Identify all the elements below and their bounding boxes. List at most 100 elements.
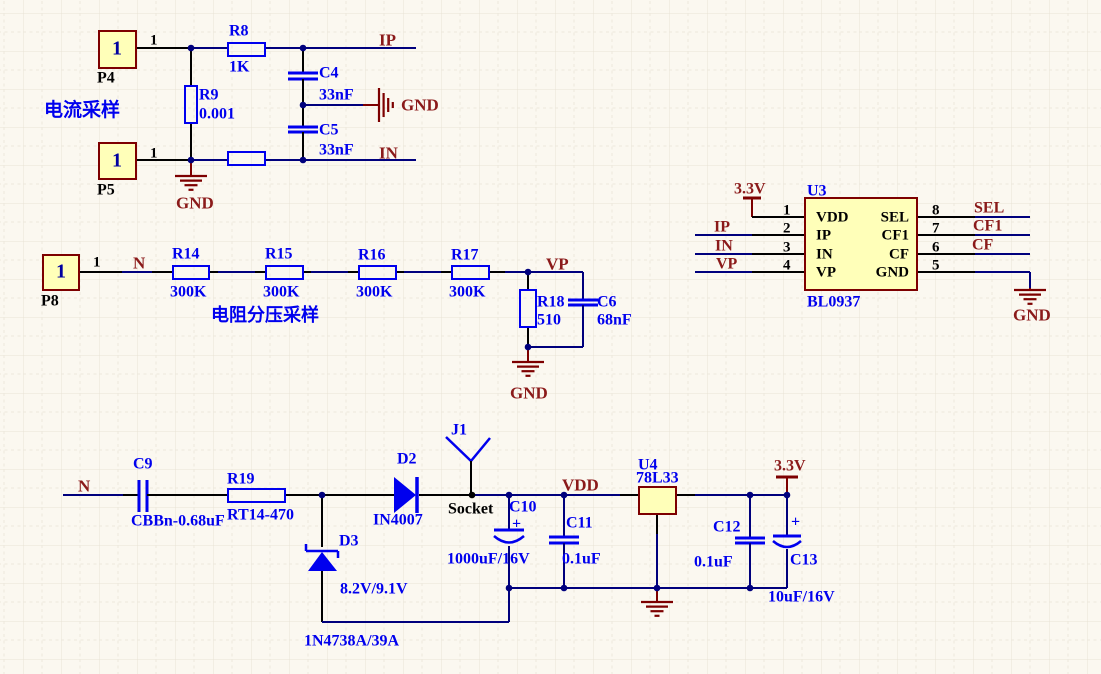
c13-designator[interactable]: C13 <box>790 551 818 568</box>
d3-designator[interactable]: D3 <box>339 532 359 549</box>
r18-value[interactable]: 510 <box>537 311 561 328</box>
net-label-ip-u3[interactable]: IP <box>714 218 730 235</box>
p5-pin-number[interactable]: 1 <box>150 146 158 162</box>
net-label-cf[interactable]: CF <box>972 236 994 253</box>
u3-pin4-number[interactable]: 4 <box>783 258 791 274</box>
p8-inner-pin[interactable]: 1 <box>56 261 66 283</box>
p4-pin-number[interactable]: 1 <box>150 33 158 49</box>
resistor-r11-body[interactable] <box>227 151 266 166</box>
d3-zener-triangle[interactable] <box>308 552 337 571</box>
r9-designator[interactable]: R9 <box>199 86 219 103</box>
power-label-3v3-u3[interactable]: 3.3V <box>734 180 766 197</box>
c5-value[interactable]: 33nF <box>319 141 354 158</box>
u3-pin6-number[interactable]: 6 <box>932 240 940 256</box>
gnd-label-divider[interactable]: GND <box>510 383 548 402</box>
u3-pin-name-vdd[interactable]: VDD <box>816 210 849 226</box>
u3-pin8-number[interactable]: 8 <box>932 203 940 219</box>
gnd-label-p5[interactable]: GND <box>176 193 214 212</box>
regulator-u4-body[interactable] <box>638 486 677 515</box>
net-label-ip[interactable]: IP <box>379 30 396 49</box>
c12-value[interactable]: 0.1uF <box>694 553 733 570</box>
r19-designator[interactable]: R19 <box>227 470 255 487</box>
c12-designator[interactable]: C12 <box>713 518 741 535</box>
c11-designator[interactable]: C11 <box>566 514 593 531</box>
u3-part-number[interactable]: BL0937 <box>807 293 860 310</box>
u3-pin-name-in[interactable]: IN <box>816 247 833 263</box>
u3-pin-name-ip[interactable]: IP <box>816 228 831 244</box>
resistor-r9-body[interactable] <box>184 85 198 124</box>
j1-value[interactable]: Socket <box>448 500 494 517</box>
section-title-divider[interactable]: 电阻分压采样 <box>211 304 319 325</box>
gnd-label-u3[interactable]: GND <box>1013 305 1051 324</box>
r8-designator[interactable]: R8 <box>229 22 249 39</box>
u3-pin2-number[interactable]: 2 <box>783 221 791 237</box>
r14-designator[interactable]: R14 <box>172 245 200 262</box>
resistor-r19-body[interactable] <box>227 488 286 503</box>
p5-designator[interactable]: P5 <box>97 181 115 198</box>
c13-curved-plate[interactable] <box>772 540 802 549</box>
u3-pin-name-vp[interactable]: VP <box>816 265 836 281</box>
d2-designator[interactable]: D2 <box>397 450 417 467</box>
d2-value[interactable]: IN4007 <box>373 511 423 528</box>
connector-p4-body[interactable] <box>98 30 137 69</box>
p5-inner-pin[interactable]: 1 <box>112 150 122 172</box>
j1-designator[interactable]: J1 <box>451 421 467 438</box>
r15-value[interactable]: 300K <box>263 283 300 300</box>
u3-pin-name-cf[interactable]: CF <box>889 247 909 263</box>
c10-plus-sign[interactable]: + <box>512 515 521 532</box>
net-label-in-u3[interactable]: IN <box>715 237 733 254</box>
d3-voltage[interactable]: 8.2V/9.1V <box>340 580 408 597</box>
net-label-n-bottom[interactable]: N <box>78 476 91 495</box>
resistor-r14-body[interactable] <box>172 265 210 280</box>
net-label-cf1[interactable]: CF1 <box>973 217 1002 234</box>
u3-pin-name-gnd[interactable]: GND <box>876 265 910 281</box>
c4-designator[interactable]: C4 <box>319 64 339 81</box>
u3-pin7-number[interactable]: 7 <box>932 221 940 237</box>
resistor-r16-body[interactable] <box>358 265 397 280</box>
u3-pin5-number[interactable]: 5 <box>932 258 940 274</box>
c6-value[interactable]: 68nF <box>597 311 632 328</box>
net-label-vdd[interactable]: VDD <box>562 475 599 494</box>
section-title-current[interactable]: 电流采样 <box>44 98 120 121</box>
r17-value[interactable]: 300K <box>449 283 486 300</box>
c6-designator[interactable]: C6 <box>597 293 617 310</box>
r18-designator[interactable]: R18 <box>537 293 565 310</box>
u3-pin1-number[interactable]: 1 <box>783 203 791 219</box>
c9-designator[interactable]: C9 <box>133 455 153 472</box>
ic-u3-body[interactable] <box>804 197 918 291</box>
gnd-label-filter[interactable]: GND <box>401 95 439 114</box>
d3-part-number[interactable]: 1N4738A/39A <box>304 632 400 649</box>
r9-value[interactable]: 0.001 <box>199 105 235 122</box>
u4-designator[interactable]: U4 <box>638 456 658 473</box>
c10-curved-plate[interactable] <box>493 535 525 544</box>
resistor-r17-body[interactable] <box>451 265 490 280</box>
c9-value[interactable]: CBBn-0.68uF <box>131 512 225 529</box>
c11-value[interactable]: 0.1uF <box>562 550 601 567</box>
connector-p5-body[interactable] <box>98 142 137 180</box>
r8-value[interactable]: 1K <box>229 58 250 75</box>
net-label-n-mid[interactable]: N <box>133 253 146 272</box>
p4-designator[interactable]: P4 <box>97 69 115 86</box>
c10-value[interactable]: 1000uF/16V <box>447 550 530 567</box>
net-label-vp-mid[interactable]: VP <box>546 254 569 273</box>
c4-value[interactable]: 33nF <box>319 86 354 103</box>
u4-part-number[interactable]: 78L33 <box>636 469 679 486</box>
r16-designator[interactable]: R16 <box>358 246 386 263</box>
resistor-r15-body[interactable] <box>265 265 304 280</box>
p8-pin-number[interactable]: 1 <box>93 255 101 271</box>
u3-pin3-number[interactable]: 3 <box>783 240 791 256</box>
net-label-vp-u3[interactable]: VP <box>716 255 738 272</box>
r16-value[interactable]: 300K <box>356 283 393 300</box>
c10-designator[interactable]: C10 <box>509 498 537 515</box>
r19-value[interactable]: RT14-470 <box>227 506 294 523</box>
power-label-3v3-bottom[interactable]: 3.3V <box>774 457 806 474</box>
r17-designator[interactable]: R17 <box>451 246 479 263</box>
net-label-in[interactable]: IN <box>379 143 399 162</box>
d2-diode-triangle[interactable] <box>394 477 416 513</box>
c5-designator[interactable]: C5 <box>319 121 339 138</box>
c13-plus-sign[interactable]: + <box>791 513 800 530</box>
r15-designator[interactable]: R15 <box>265 245 293 262</box>
p4-inner-pin[interactable]: 1 <box>112 38 122 60</box>
net-label-sel[interactable]: SEL <box>974 199 1004 216</box>
connector-p8-body[interactable] <box>42 254 80 291</box>
